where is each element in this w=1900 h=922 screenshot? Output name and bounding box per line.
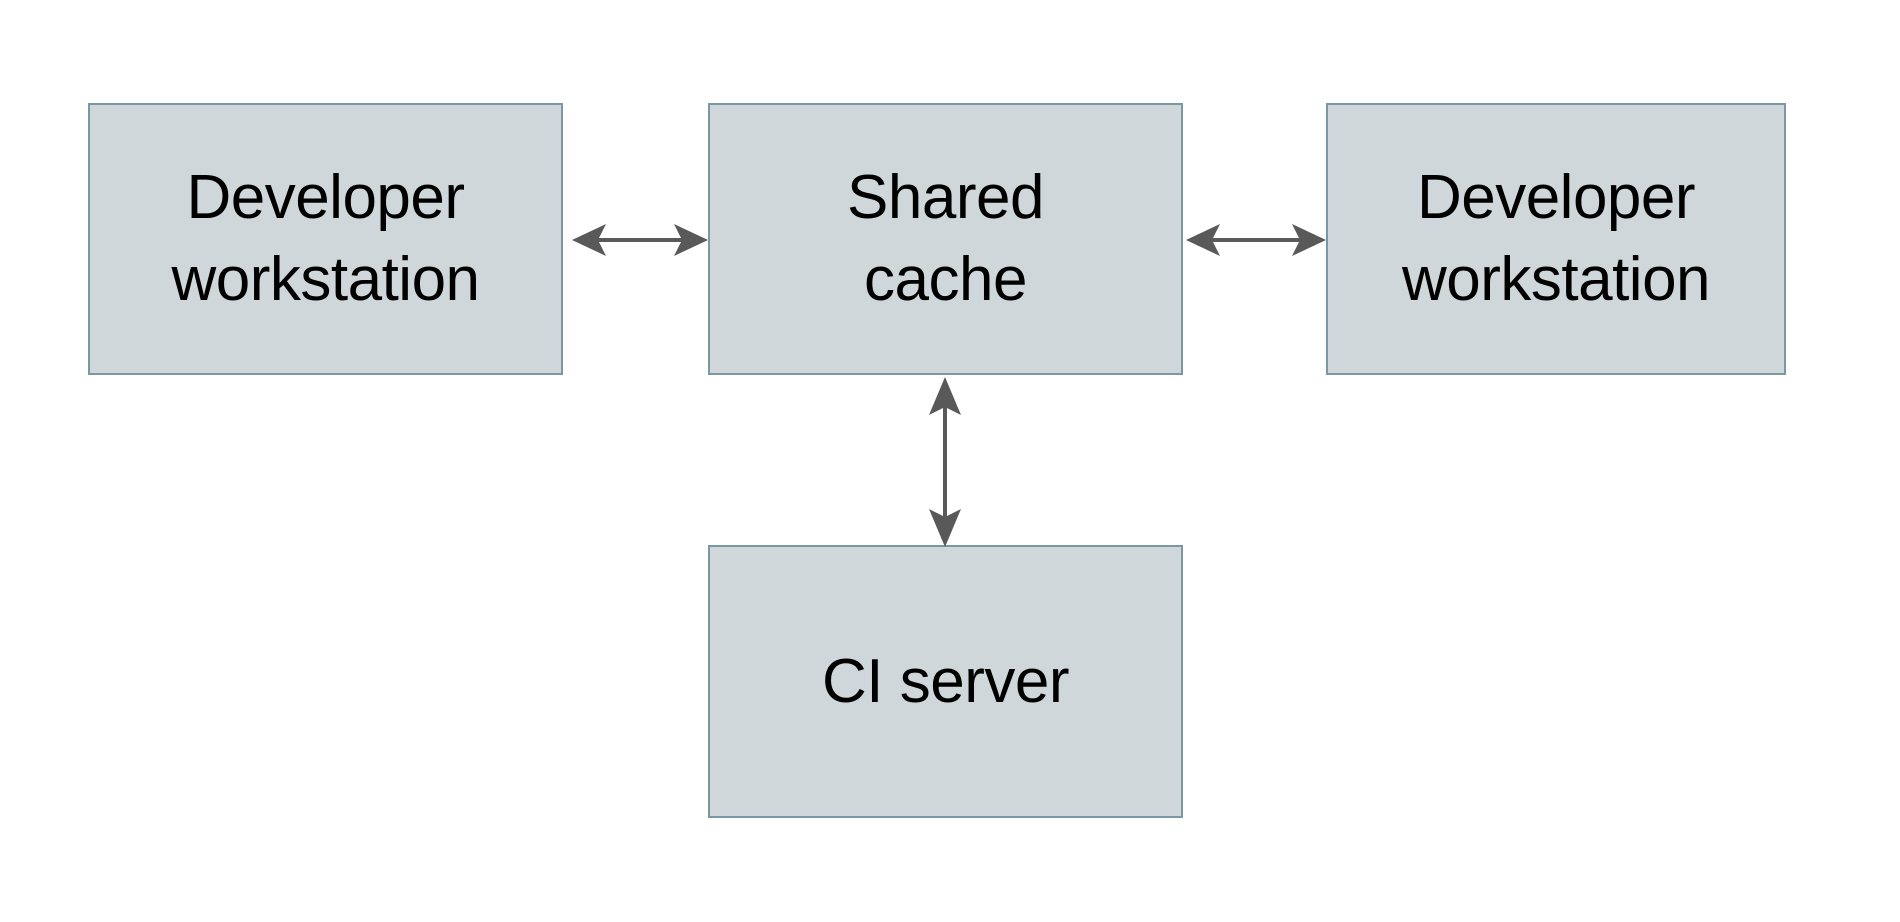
connector-shared-cache-to-right-workstation — [1186, 224, 1326, 256]
double-arrow-icon — [572, 224, 708, 256]
node-ci-server[interactable]: CI server — [708, 545, 1183, 818]
node-shared-cache[interactable]: Shared cache — [708, 103, 1183, 375]
double-arrow-icon — [1186, 224, 1326, 256]
connector-left-workstation-to-shared-cache — [572, 224, 708, 256]
node-developer-workstation-left[interactable]: Developer workstation — [88, 103, 563, 375]
node-label: Developer workstation — [171, 163, 480, 314]
node-developer-workstation-right[interactable]: Developer workstation — [1326, 103, 1786, 375]
double-arrow-icon — [929, 377, 961, 547]
node-label: Developer workstation — [1401, 163, 1711, 314]
node-label: CI server — [822, 646, 1069, 716]
connector-shared-cache-to-ci-server — [929, 377, 961, 547]
node-label: Shared cache — [847, 163, 1044, 314]
